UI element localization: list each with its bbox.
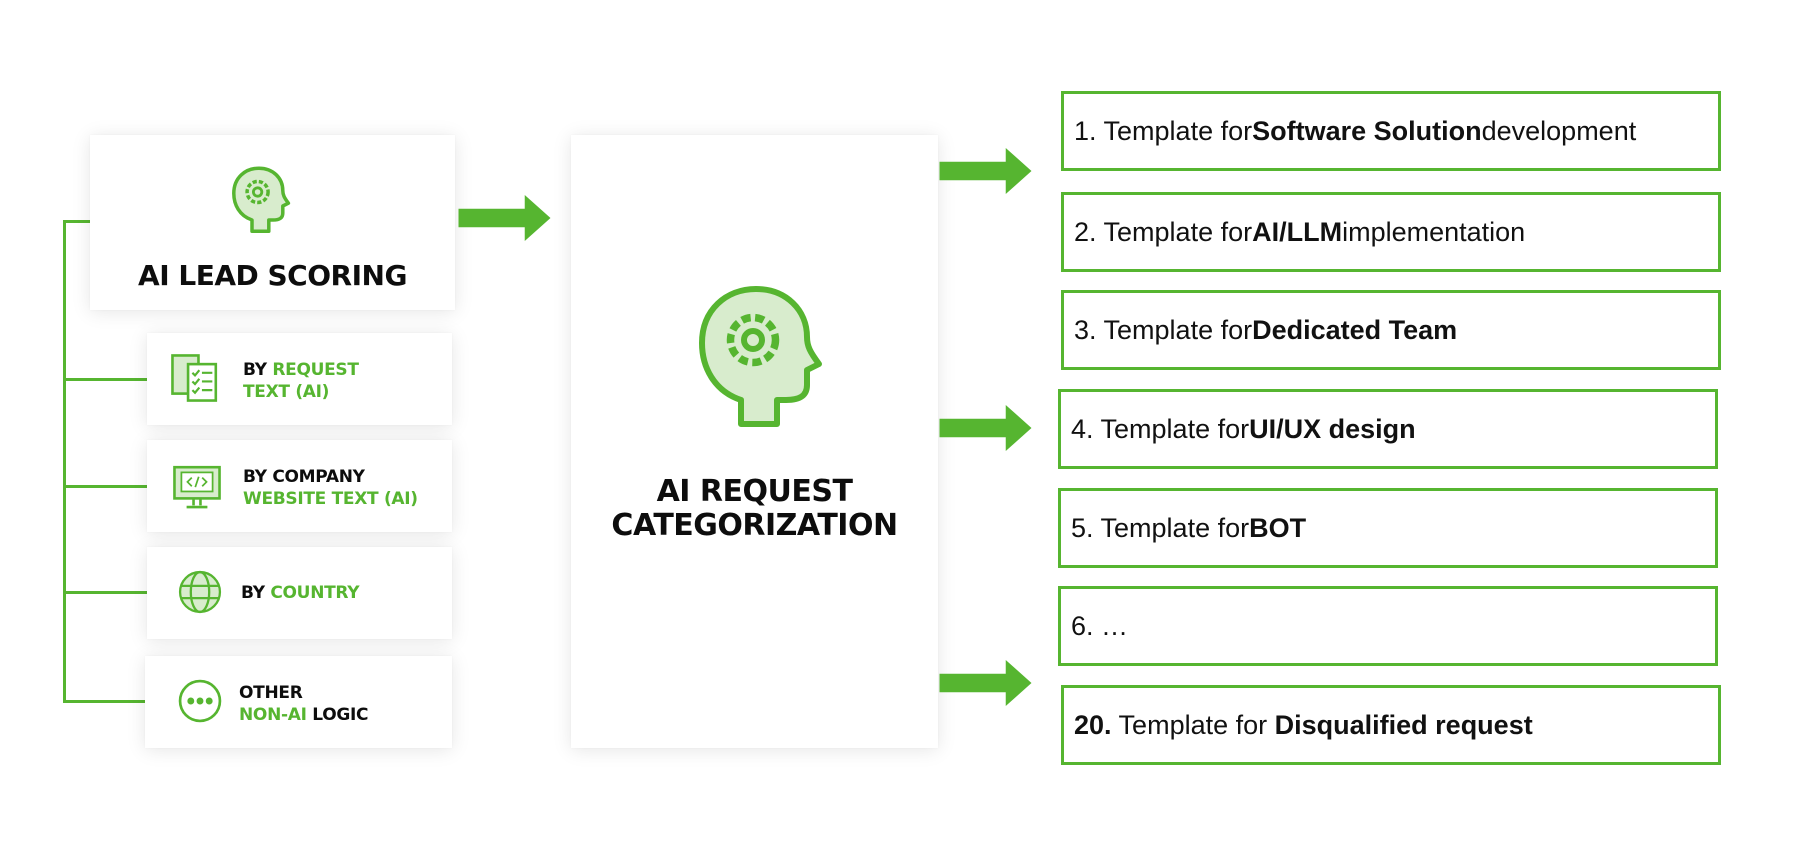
criteria-label-request-text: BY REQUEST TEXT (AI) xyxy=(243,360,359,402)
criteria-label-country: BY COUNTRY xyxy=(241,583,360,603)
lead-scoring-card: AI LEAD SCORING xyxy=(90,135,455,310)
template-item: 3. Template for Dedicated Team xyxy=(1061,290,1721,370)
ellipsis-circle-icon xyxy=(178,679,222,723)
template-item: 2. Template for AI/LLM implementation xyxy=(1061,192,1721,272)
template-item: 1. Template for Software Solution develo… xyxy=(1061,91,1721,171)
template-item: 5. Template for BOT xyxy=(1058,488,1718,568)
tree-branch-1 xyxy=(63,378,147,381)
template-item: 20. Template for Disqualified request xyxy=(1061,685,1721,765)
template-item: 4. Template for UI/UX design xyxy=(1058,389,1718,469)
tree-trunk-line xyxy=(63,220,66,703)
lead-scoring-title: AI LEAD SCORING xyxy=(138,259,407,292)
arrow-to-templates-top xyxy=(939,148,1032,194)
criteria-label-website-text: BY COMPANY WEBSITE TEXT (AI) xyxy=(243,467,418,509)
checklist-icon xyxy=(171,354,218,402)
criteria-card-country: BY COUNTRY xyxy=(147,547,452,639)
criteria-card-website-text: BY COMPANY WEBSITE TEXT (AI) xyxy=(147,440,452,532)
template-item: 6. … xyxy=(1058,586,1718,666)
tree-branch-4 xyxy=(63,700,147,703)
arrow-to-categorization xyxy=(458,195,551,241)
arrow-to-templates-bottom xyxy=(939,660,1032,706)
criteria-card-request-text: BY REQUEST TEXT (AI) xyxy=(147,333,452,425)
head-gear-icon xyxy=(699,286,822,427)
head-gear-icon xyxy=(232,166,291,233)
criteria-label-other-logic: OTHER NON-AI LOGIC xyxy=(239,683,369,725)
categorization-card: AI REQUEST CATEGORIZATION xyxy=(571,135,938,748)
tree-branch-2 xyxy=(63,485,147,488)
globe-icon xyxy=(178,570,222,614)
monitor-code-icon xyxy=(173,465,221,509)
criteria-card-other-logic: OTHER NON-AI LOGIC xyxy=(145,656,452,748)
arrow-to-templates-middle xyxy=(939,405,1032,451)
categorization-title: AI REQUEST CATEGORIZATION xyxy=(611,474,898,543)
tree-branch-3 xyxy=(63,591,147,594)
tree-branch-top xyxy=(63,220,90,223)
